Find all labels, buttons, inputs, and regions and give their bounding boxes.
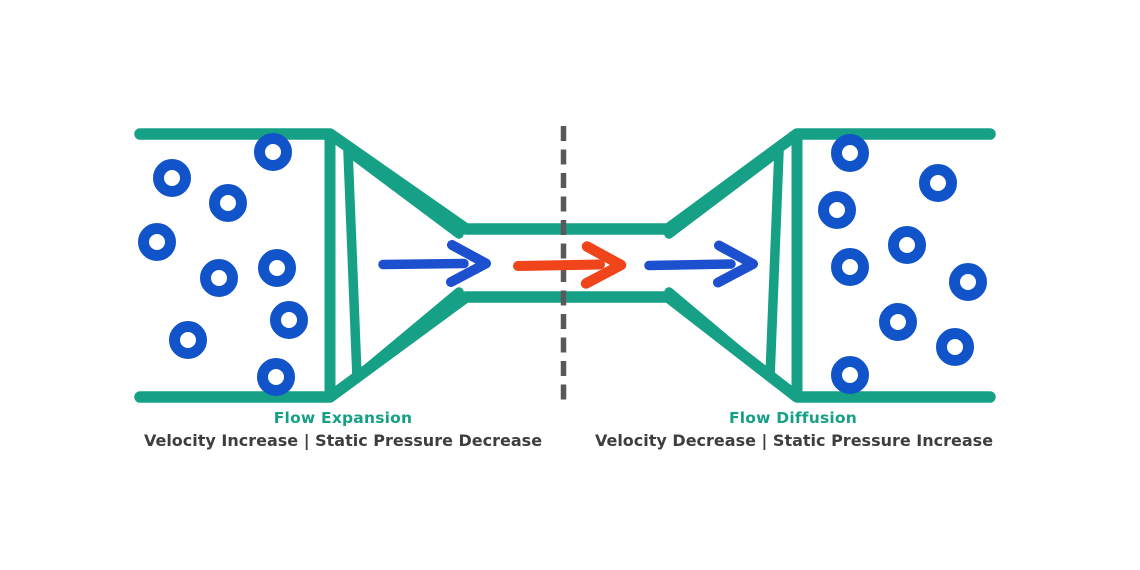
left-section-subtitle: Velocity Increase | Static Pressure Decr… [144, 431, 542, 451]
air-molecule [153, 159, 191, 197]
inlet-flow-arrow-head [446, 240, 491, 287]
air-molecule [818, 191, 856, 229]
left-nozzle-inner-cone [343, 146, 464, 382]
flow-arrows [378, 240, 758, 289]
air-molecule [257, 358, 295, 396]
throat-flow-arrow-head [580, 241, 627, 289]
molecules-right [818, 134, 987, 394]
air-molecule [209, 184, 247, 222]
right-section-subtitle: Velocity Decrease | Static Pressure Incr… [595, 431, 993, 451]
venturi-tube [134, 128, 996, 403]
air-molecule [258, 249, 296, 287]
inlet-flow-arrow [378, 240, 491, 287]
right-section-title: Flow Diffusion [729, 409, 857, 427]
air-molecule [270, 301, 308, 339]
air-molecule [831, 248, 869, 286]
outlet-flow-arrow-head [713, 240, 758, 288]
air-molecule [254, 133, 292, 171]
left-section-title: Flow Expansion [274, 409, 412, 427]
air-molecule [919, 164, 957, 202]
air-molecule [169, 321, 207, 359]
outlet-flow-arrow-shaft [644, 259, 736, 271]
outlet-flow-arrow [644, 240, 758, 288]
throat-flow-arrow-shaft [513, 259, 605, 271]
tube-bottom-wall [134, 291, 996, 403]
air-molecule [831, 134, 869, 172]
air-molecule [138, 223, 176, 261]
air-molecule [200, 259, 238, 297]
air-molecule [949, 263, 987, 301]
molecules-left [138, 133, 308, 396]
right-diffuser-inner-cone [664, 146, 784, 382]
air-molecule [936, 328, 974, 366]
air-molecule [888, 226, 926, 264]
throat-flow-arrow [513, 241, 627, 289]
inlet-flow-arrow-shaft [378, 258, 469, 270]
air-molecule [879, 303, 917, 341]
air-molecule [831, 356, 869, 394]
tube-top-wall [134, 128, 996, 235]
